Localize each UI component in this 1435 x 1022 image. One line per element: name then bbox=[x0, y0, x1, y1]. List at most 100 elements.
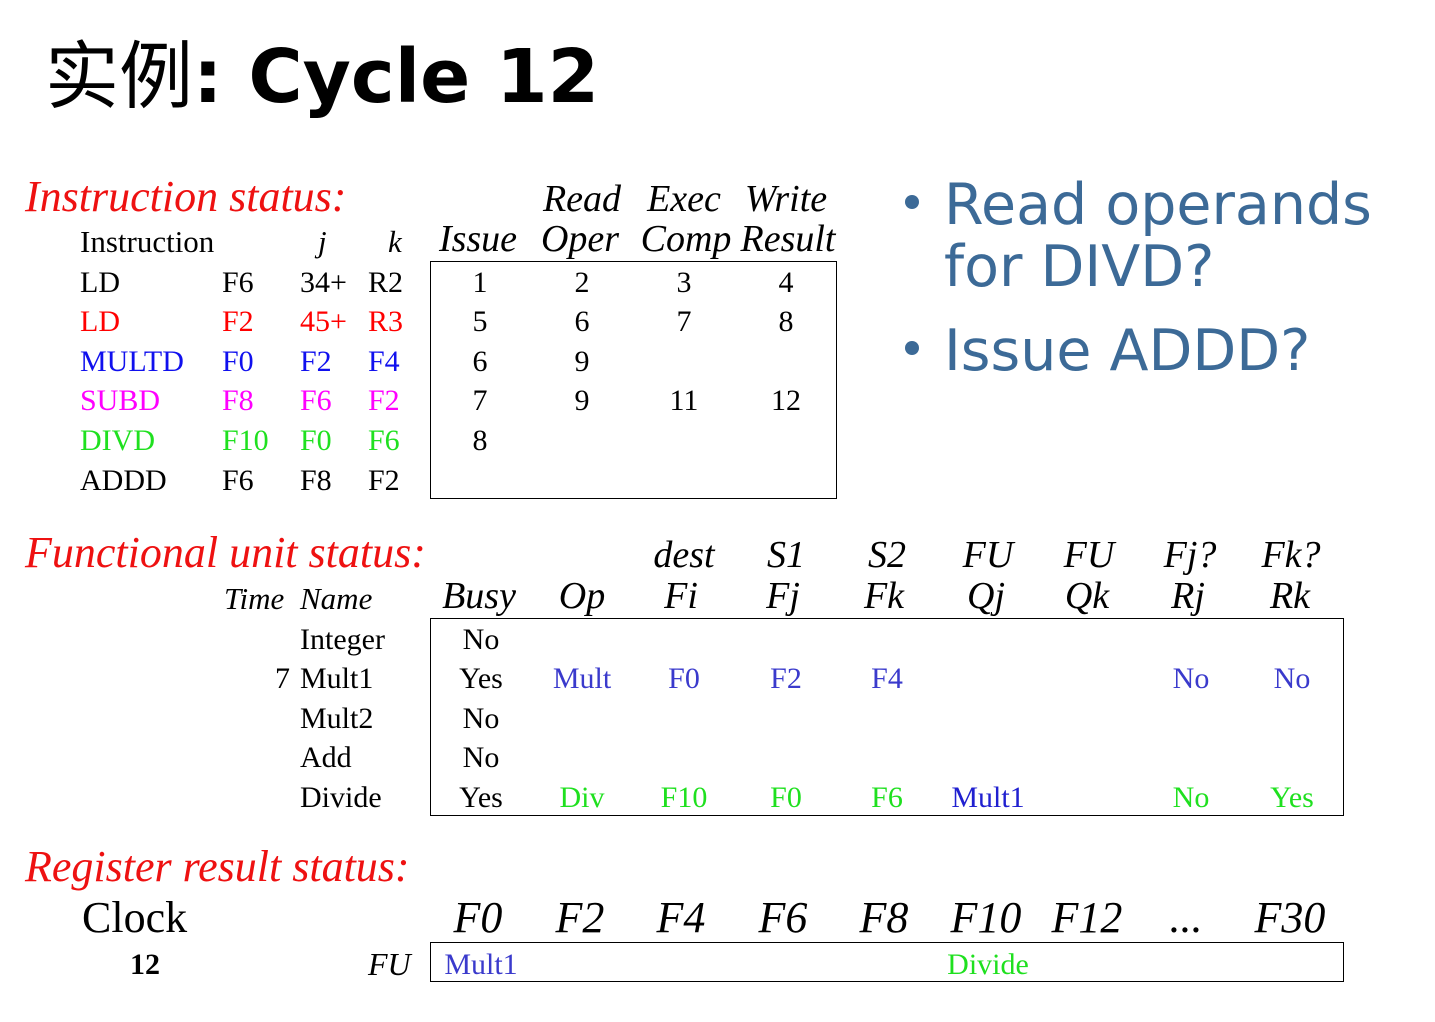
instr-dest: F10 bbox=[222, 424, 269, 457]
header-s1: S1 bbox=[767, 534, 805, 576]
table-row: DIVD F10 F0 F6 8 bbox=[0, 426, 1435, 460]
table-row: Integer No bbox=[0, 625, 1435, 659]
header-fu-qj: FU bbox=[962, 534, 1014, 576]
register-header: F30 bbox=[1254, 893, 1326, 942]
unit-name: Mult2 bbox=[300, 702, 374, 735]
register-fu-value: Mult1 bbox=[444, 948, 518, 981]
bullet-icon bbox=[905, 195, 919, 209]
header-write: Write bbox=[744, 178, 828, 220]
register-header: F2 bbox=[555, 893, 605, 942]
header-k: k bbox=[388, 224, 402, 259]
header-issue: Issue bbox=[438, 218, 518, 260]
unit-rj: No bbox=[1172, 781, 1210, 814]
header-fk: Fk bbox=[863, 575, 905, 617]
header-s2: S2 bbox=[868, 534, 906, 576]
unit-name: Add bbox=[300, 741, 352, 774]
register-header: F8 bbox=[859, 893, 909, 942]
unit-rj: No bbox=[1172, 662, 1210, 695]
slide-title-main: : Cycle 12 bbox=[193, 34, 600, 120]
unit-time: 7 bbox=[275, 662, 290, 695]
instr-k: F2 bbox=[368, 464, 400, 497]
register-header: F12 bbox=[1051, 893, 1123, 942]
instr-issue: 1 bbox=[472, 266, 488, 299]
instr-exec-comp: 7 bbox=[676, 305, 692, 338]
instruction-fields: MULTD F0 F2 F4 bbox=[0, 347, 1435, 381]
register-header: F0 bbox=[453, 893, 503, 942]
unit-name: Integer bbox=[300, 623, 385, 656]
header-rj: Rj bbox=[1171, 575, 1205, 617]
header-instruction: Instruction bbox=[80, 224, 215, 259]
instr-dest: F2 bbox=[222, 305, 254, 338]
unit-fi: F0 bbox=[668, 662, 700, 695]
unit-op: Mult bbox=[552, 662, 612, 695]
slide-title: 实例: Cycle 12 bbox=[45, 40, 599, 114]
unit-fj: F2 bbox=[770, 662, 802, 695]
unit-name: Mult1 bbox=[300, 662, 374, 695]
instr-exec-comp: 11 bbox=[669, 384, 699, 417]
table-row: Add No bbox=[0, 743, 1435, 777]
functional-unit-status-label: Functional unit status: bbox=[25, 528, 426, 577]
instr-k: R3 bbox=[368, 305, 404, 338]
header-fj-ready: Fj? bbox=[1163, 534, 1217, 576]
instr-op: MULTD bbox=[80, 345, 184, 378]
instr-issue: 5 bbox=[472, 305, 488, 338]
register-result-status-label: Register result status: bbox=[25, 842, 410, 891]
unit-fk: F4 bbox=[871, 662, 903, 695]
header-rk: Rk bbox=[1269, 575, 1311, 617]
instr-op: DIVD bbox=[80, 424, 155, 457]
instr-write-result: 4 bbox=[778, 266, 794, 299]
instr-dest: F0 bbox=[222, 345, 254, 378]
instr-j: 34+ bbox=[300, 266, 347, 299]
instr-read-oper: 2 bbox=[574, 266, 590, 299]
unit-busy: No bbox=[462, 741, 500, 774]
table-row: Divide Yes Div F10 F0 F6 Mult1 No Yes bbox=[0, 783, 1435, 817]
instr-k: F4 bbox=[368, 345, 400, 378]
unit-fields: Mult F0 F2 F4 No No bbox=[0, 664, 1435, 698]
instr-k: F6 bbox=[368, 424, 400, 457]
unit-qj: Mult1 bbox=[951, 781, 1025, 814]
register-header: F6 bbox=[758, 893, 808, 942]
table-row: Mult2 No bbox=[0, 704, 1435, 738]
instr-dest: F6 bbox=[222, 464, 254, 497]
table-row: MULTD F0 F2 F4 6 9 bbox=[0, 347, 1435, 381]
unit-busy: Yes bbox=[459, 662, 503, 695]
register-header-ellipsis: ... bbox=[1169, 893, 1203, 942]
header-fu-qk: FU bbox=[1063, 534, 1115, 576]
clock-value: 12 bbox=[130, 948, 160, 981]
table-row: ADDD F6 F8 F2 bbox=[0, 466, 1435, 500]
header-fj: Fj bbox=[766, 575, 800, 617]
instr-write-result: 8 bbox=[778, 305, 794, 338]
instr-k: F2 bbox=[368, 384, 400, 417]
header-fi: Fi bbox=[664, 575, 698, 617]
bullet-icon bbox=[905, 341, 919, 355]
instruction-fields: SUBD F8 F6 F2 bbox=[0, 386, 1435, 420]
header-name: Name bbox=[300, 581, 373, 616]
instruction-fields: LD F6 34+ R2 bbox=[0, 268, 1435, 302]
bullet-issue-addd: Issue ADDD? bbox=[944, 318, 1311, 384]
instruction-fields: DIVD F10 F0 F6 bbox=[0, 426, 1435, 460]
instr-op: LD bbox=[80, 305, 120, 338]
unit-busy: Yes bbox=[459, 781, 503, 814]
instr-j: F6 bbox=[300, 384, 332, 417]
table-row: 7 Mult1 Yes Mult F0 F2 F4 No No bbox=[0, 664, 1435, 698]
instr-j: F0 bbox=[300, 424, 332, 457]
instr-read-oper: 9 bbox=[574, 384, 590, 417]
instr-read-oper: 9 bbox=[574, 345, 590, 378]
instr-k: R2 bbox=[368, 266, 404, 299]
unit-fj: F0 bbox=[770, 781, 802, 814]
unit-fk: F6 bbox=[871, 781, 903, 814]
instruction-fields: LD F2 45+ R3 bbox=[0, 307, 1435, 341]
instr-j: 45+ bbox=[300, 305, 347, 338]
header-dest: dest bbox=[653, 534, 715, 576]
header-qj: Qj bbox=[967, 575, 1005, 617]
bullet-read-operands: Read operands for DIVD? bbox=[944, 172, 1372, 300]
header-op: Op bbox=[558, 575, 606, 617]
header-time: Time bbox=[224, 581, 285, 616]
unit-busy: No bbox=[462, 623, 500, 656]
header-exec: Exec bbox=[647, 178, 721, 220]
header-oper: Oper bbox=[540, 218, 620, 260]
register-header: F10 bbox=[950, 893, 1022, 942]
header-result: Result bbox=[740, 218, 836, 260]
header-fk-ready: Fk? bbox=[1261, 534, 1321, 576]
instr-op: LD bbox=[80, 266, 120, 299]
